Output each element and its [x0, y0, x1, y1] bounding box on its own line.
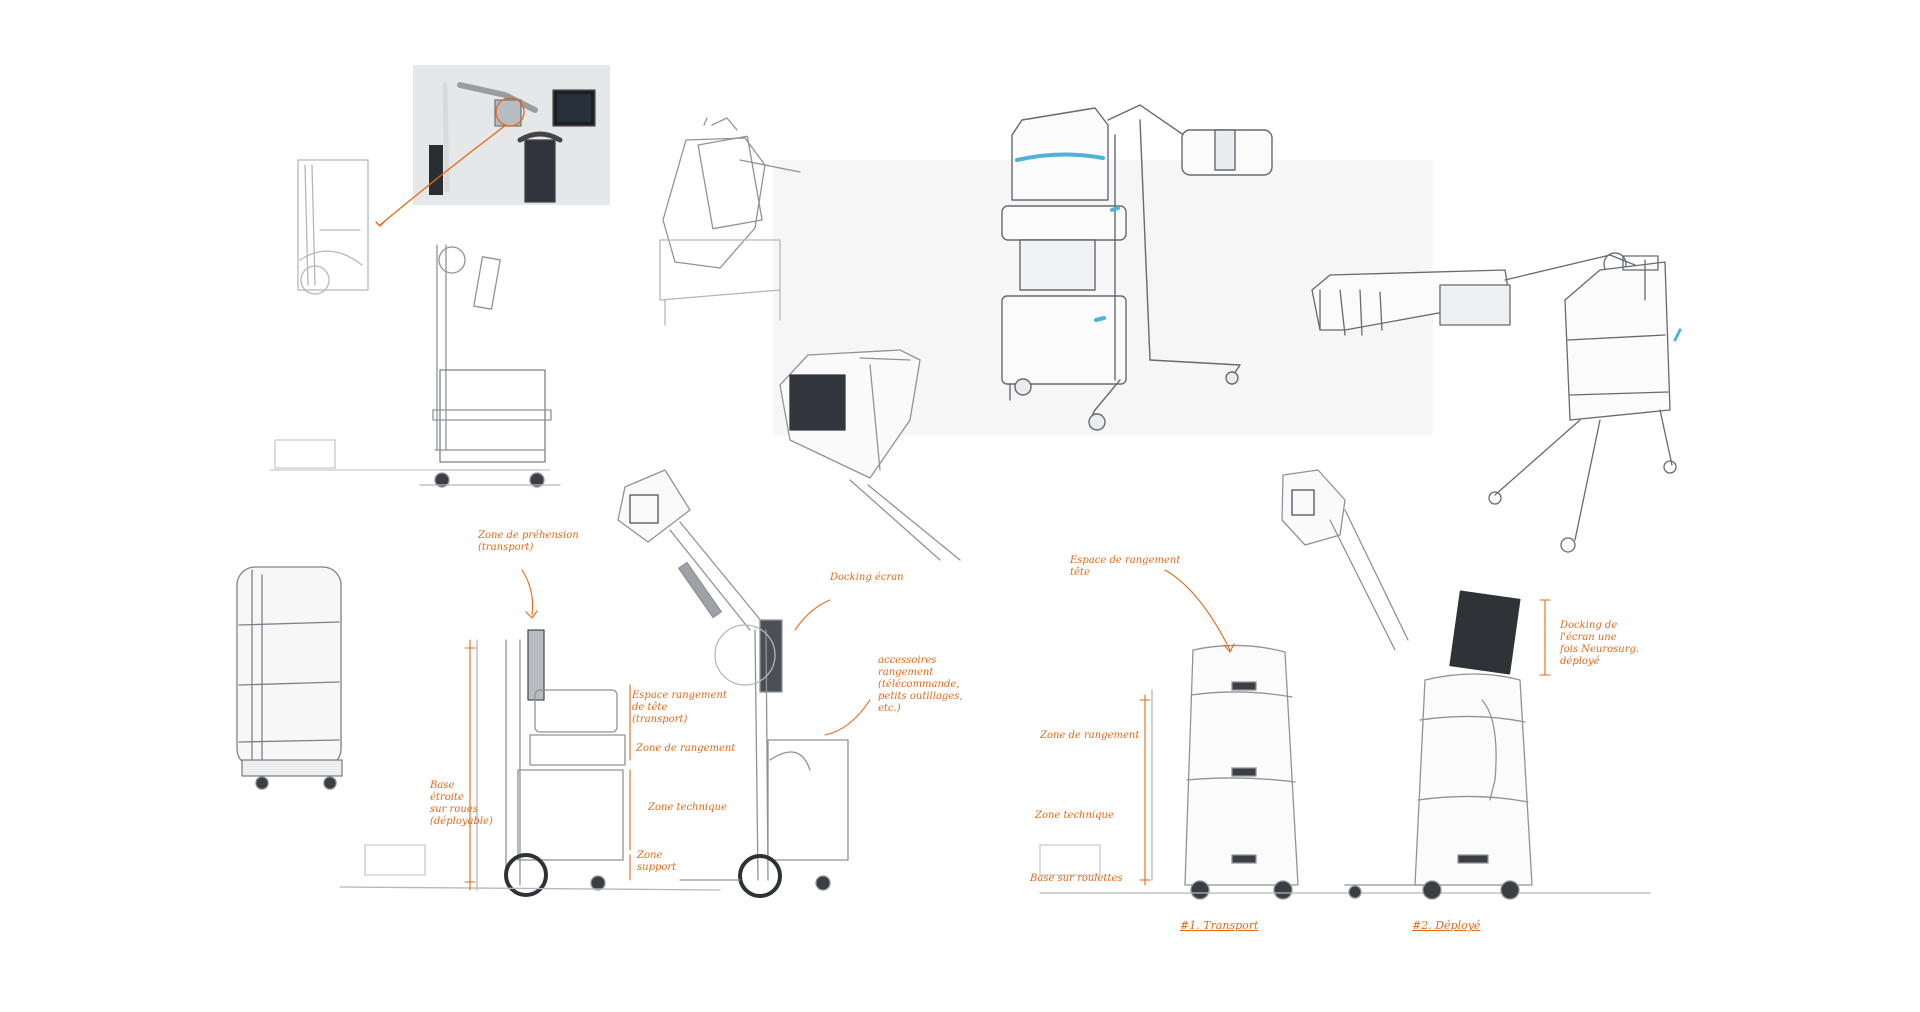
caption-transport: #1. Transport — [1180, 919, 1259, 932]
annotation-leaders — [464, 569, 1551, 891]
annotation-espace-rangement-tete: Espace rangement de tête (transport) — [632, 690, 727, 725]
early-sketch-column — [297, 159, 369, 295]
sketch-cart-side — [269, 244, 561, 488]
sketch-deployed-left — [617, 469, 849, 898]
sketch-head-cradle — [659, 117, 801, 326]
sketch-transport-left — [339, 629, 721, 897]
annotation-zone-technique-right: Zone technique — [1035, 810, 1114, 821]
annotation-zone-rangement-right: Zone de rangement — [1040, 730, 1140, 741]
annotation-docking-ecran-right: Docking de l'écran une fois Neurosurg. d… — [1560, 620, 1640, 667]
sketch-transport-right — [1039, 644, 1651, 900]
annotation-base-roues: Base étroite sur roues (déployable) — [430, 780, 493, 827]
render-head-closeup — [779, 349, 961, 561]
reference-photo-device — [375, 82, 596, 227]
render-blue-cart — [1001, 104, 1273, 431]
annotation-base-roulettes: Base sur roulettes — [1030, 873, 1123, 884]
caption-deploye: #2. Déployé — [1412, 919, 1481, 932]
annotation-zone-rangement-left: Zone de rangement — [636, 743, 736, 754]
sketch-collapsed-case — [236, 566, 343, 790]
annotation-zone-technique-left: Zone technique — [648, 802, 727, 813]
annotation-zone-support: Zone support — [637, 850, 677, 873]
sketch-deployed-right — [1281, 469, 1533, 900]
annotation-zone-prehension: Zone de préhension (transport) — [478, 530, 579, 553]
render-arm-cart — [1311, 252, 1682, 553]
annotation-accessoires: accessoires rangement (télécommande, pet… — [878, 655, 963, 714]
annotation-docking-ecran: Docking écran — [830, 572, 904, 583]
annotation-espace-rangement-right: Espace de rangement tête — [1070, 555, 1181, 578]
